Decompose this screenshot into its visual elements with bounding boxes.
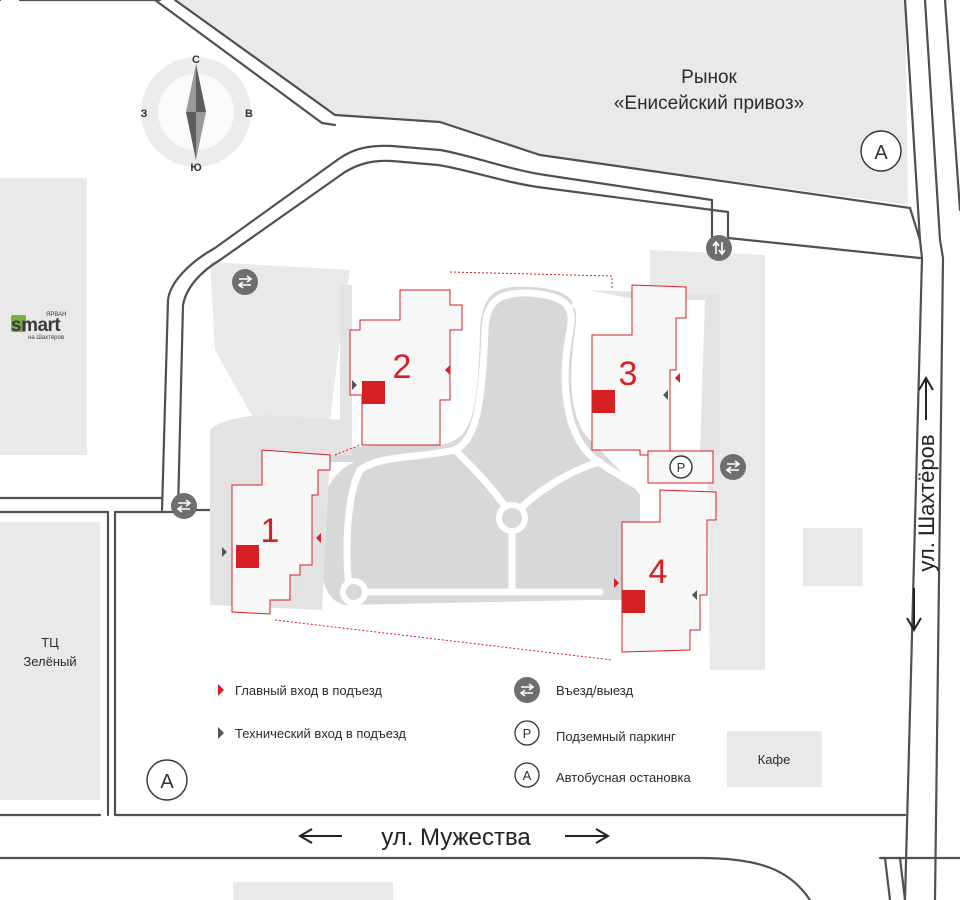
bus-letter: A bbox=[160, 771, 174, 793]
arrow-up bbox=[918, 376, 934, 420]
small-block-east bbox=[803, 528, 863, 586]
muzhestva-street-label: ул. Мужества bbox=[298, 824, 610, 851]
legend-main-entrance: Главный вход в подъезд bbox=[218, 683, 382, 698]
smart-top: ЯРВАН bbox=[46, 312, 66, 318]
street-shakhterov: ул. Шахтёров bbox=[914, 434, 939, 571]
site-boundary-west bbox=[334, 444, 361, 456]
main-entrance-arrow bbox=[445, 365, 450, 375]
bus-stop-icon: A bbox=[860, 130, 902, 172]
site-boundary-south bbox=[274, 619, 613, 661]
main-entrance-arrow bbox=[316, 533, 321, 543]
entry-exit-icon bbox=[705, 234, 733, 262]
compass-west: З bbox=[141, 108, 148, 120]
entry-exit-icon bbox=[719, 453, 747, 481]
courtyard-west-circle bbox=[340, 578, 368, 606]
mall-label-line1: ТЦ bbox=[41, 635, 59, 650]
parking-symbol: P bbox=[669, 455, 693, 479]
entry-exit-icon bbox=[170, 492, 198, 520]
legend: Главный вход в подъезд Технический вход … bbox=[218, 676, 691, 788]
compass-north: С bbox=[192, 54, 200, 66]
arrow-right bbox=[565, 828, 610, 844]
bus-stop-icon: A bbox=[146, 759, 188, 801]
main-entrance-arrow bbox=[614, 578, 619, 588]
market-label-line2: «Енисейский привоз» bbox=[614, 93, 804, 114]
building-2-marker bbox=[362, 381, 385, 404]
building-number-3: 3 bbox=[619, 355, 638, 393]
legend-tech-entrance: Технический вход в подъезд bbox=[218, 726, 406, 741]
compass-south: Ю bbox=[190, 162, 201, 174]
smart-sub: на Шахтёров bbox=[28, 335, 64, 341]
arrow-left bbox=[298, 828, 342, 844]
compass-rose: С Ю З В bbox=[141, 54, 253, 174]
mall-block bbox=[0, 522, 100, 800]
surrounding-blocks bbox=[0, 0, 908, 900]
courtyard-area bbox=[300, 286, 640, 605]
smart-logo: smart ЯРВАН на Шахтёров bbox=[11, 312, 66, 341]
legend-main-entrance-label: Главный вход в подъезд bbox=[235, 683, 382, 698]
compass-east: В bbox=[245, 108, 253, 120]
entry-exit-icon bbox=[231, 268, 259, 296]
bottom-block bbox=[233, 882, 393, 900]
tech-entrance-arrow bbox=[352, 380, 357, 390]
cafe-block: Кафе bbox=[727, 731, 822, 787]
tech-entrance-arrow bbox=[692, 590, 697, 600]
site-boundary bbox=[449, 271, 613, 288]
building-number-2: 2 bbox=[393, 348, 412, 386]
market-block bbox=[175, 0, 908, 205]
courtyard bbox=[300, 286, 644, 606]
building-4 bbox=[621, 489, 717, 653]
building-1-marker bbox=[236, 545, 259, 568]
building-3-marker bbox=[592, 390, 615, 413]
building-4-marker bbox=[622, 590, 645, 613]
building-2 bbox=[349, 289, 463, 446]
courtyard-roundabout bbox=[496, 502, 528, 534]
market-label-line1: Рынок bbox=[681, 67, 737, 88]
mall-label-line2: Зелёный bbox=[23, 654, 76, 669]
legend-parking: P Подземный паркинг bbox=[514, 720, 676, 746]
building-number-1: 1 bbox=[261, 512, 280, 550]
street-muzhestva: ул. Мужества bbox=[381, 824, 531, 851]
legend-tech-entrance-label: Технический вход в подъезд bbox=[235, 726, 406, 741]
building-1 bbox=[231, 449, 331, 615]
site-green-area bbox=[210, 262, 350, 450]
legend-entry-exit: Въезд/выезд bbox=[513, 676, 633, 704]
cafe-label: Кафе bbox=[758, 752, 791, 767]
building-3 bbox=[591, 284, 687, 456]
buildings: 1 2 3 4 bbox=[222, 271, 717, 661]
tech-entrance-arrow bbox=[222, 547, 227, 557]
legend-entry-exit-label: Въезд/выезд bbox=[556, 683, 633, 698]
parking-letter: P bbox=[677, 460, 686, 475]
legend-bus-stop: A Автобусная остановка bbox=[514, 762, 691, 788]
legend-parking-label: Подземный паркинг bbox=[556, 729, 676, 744]
tech-entrance-arrow bbox=[663, 390, 668, 400]
shakhterov-street-label: ул. Шахтёров bbox=[906, 376, 939, 632]
smart-brand: smart bbox=[11, 315, 61, 336]
building-number-4: 4 bbox=[649, 553, 668, 591]
legend-parking-icon: P bbox=[523, 726, 532, 741]
legend-bus-stop-label: Автобусная остановка bbox=[556, 770, 691, 785]
main-entrance-arrow bbox=[675, 373, 680, 383]
arrow-down bbox=[906, 588, 922, 632]
bus-letter: A bbox=[874, 142, 888, 164]
legend-bus-icon: A bbox=[523, 768, 532, 783]
